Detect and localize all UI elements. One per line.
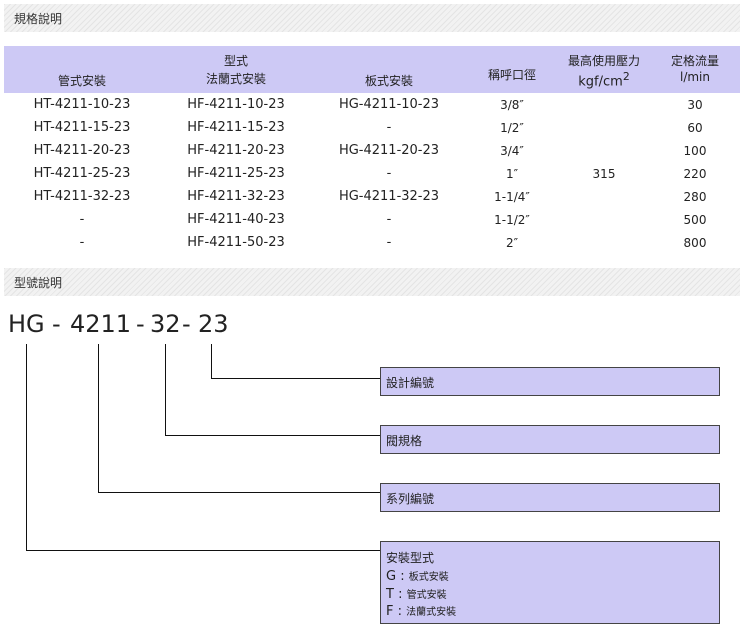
leader-design-horizontal	[211, 378, 380, 379]
leader-mount-horizontal	[26, 550, 380, 551]
group-header-type: 型式	[223, 54, 248, 68]
leader-design-vertical	[211, 344, 212, 378]
cell-flow: 30	[687, 97, 703, 112]
cell-pressure	[558, 185, 650, 208]
cell-plate: -	[386, 120, 392, 136]
cell-flange: HF-4211-50-23	[187, 235, 285, 251]
table-row: HT-4211-32-23 HF-4211-32-23 HG-4211-32-23 1…	[4, 185, 740, 208]
cell-flow: 220	[683, 166, 707, 181]
leader-mount-vertical	[26, 344, 27, 550]
legend-series-no: 系列編號	[380, 483, 720, 512]
cell-nominal: 1-1/2″	[494, 212, 530, 227]
mount-type-title: 安裝型式	[386, 551, 435, 565]
code-part-size: 32	[150, 310, 181, 338]
cell-nominal: 3/8″	[500, 97, 524, 112]
spec-table-header: 管式安裝 型式 法蘭式安裝 板式安裝 稱呼口徑 最高使用壓力 kgf/cm2 定…	[4, 46, 740, 94]
cell-pipe: HT-4211-25-23	[33, 166, 131, 182]
col-header-pressure: 最高使用壓力 kgf/cm2	[558, 46, 650, 94]
cell-flow: 280	[683, 189, 707, 204]
mount-option-f: F : 法蘭式安裝	[386, 604, 457, 619]
cell-flange: HF-4211-32-23	[187, 189, 285, 205]
cell-flange: HF-4211-10-23	[187, 97, 285, 113]
code-sep: -	[136, 310, 145, 338]
code-part-series: 4211	[70, 310, 132, 338]
cell-plate: -	[386, 235, 392, 251]
legend-mount-type: 安裝型式 G : 板式安裝 T : 管式安裝 F : 法蘭式安裝	[380, 541, 720, 624]
spec-section-header: 規格說明	[4, 4, 740, 32]
cell-plate: HG-4211-32-23	[338, 189, 440, 205]
cell-pipe: -	[79, 235, 85, 251]
table-row: HT-4211-25-23 HF-4211-25-23 - 1″ 315 220	[4, 162, 740, 185]
cell-pressure	[558, 231, 650, 254]
cell-plate: HG-4211-10-23	[338, 97, 440, 113]
cell-flange: HF-4211-25-23	[187, 166, 285, 182]
col-header-nominal: 稱呼口徑	[466, 46, 558, 94]
cell-nominal: 2″	[505, 235, 519, 250]
code-part-series-prefix: HG	[8, 310, 45, 338]
cell-pipe: HT-4211-32-23	[33, 189, 131, 205]
leader-size-horizontal	[165, 435, 380, 436]
cell-pipe: -	[79, 212, 85, 228]
cell-pressure: 315	[592, 166, 616, 181]
table-row: HT-4211-10-23 HF-4211-10-23 HG-4211-10-23 3…	[4, 93, 740, 116]
model-section-header: 型號說明	[4, 268, 740, 296]
mount-option-t: T : 管式安裝	[386, 587, 447, 602]
cell-flow: 60	[687, 120, 703, 135]
cell-flow: 100	[683, 143, 707, 158]
cell-nominal: 3/4″	[500, 143, 524, 158]
cell-plate: -	[386, 212, 392, 228]
code-sep: -	[52, 310, 61, 338]
cell-pipe: HT-4211-20-23	[33, 143, 131, 159]
leader-series-vertical	[98, 344, 99, 492]
legend-design-no: 設計編號	[380, 367, 720, 396]
cell-flange: HF-4211-40-23	[187, 212, 285, 228]
spec-table: 管式安裝 型式 法蘭式安裝 板式安裝 稱呼口徑 最高使用壓力 kgf/cm2 定…	[4, 46, 740, 254]
cell-plate: -	[386, 166, 392, 182]
cell-flow: 800	[683, 235, 707, 250]
cell-pipe: HT-4211-10-23	[33, 97, 131, 113]
cell-flange: HF-4211-15-23	[187, 120, 285, 136]
col-header-pipe: 管式安裝	[4, 46, 160, 94]
legend-valve-size: 閥規格	[380, 425, 720, 454]
cell-nominal: 1/2″	[500, 120, 524, 135]
cell-pipe: HT-4211-15-23	[33, 120, 131, 136]
col-header-plate: 板式安裝	[312, 46, 466, 94]
table-row: HT-4211-15-23 HF-4211-15-23 - 1/2″ 60	[4, 116, 740, 139]
cell-pressure	[558, 139, 650, 162]
spec-section-title: 規格說明	[14, 12, 63, 26]
table-row: - HF-4211-50-23 - 2″ 800	[4, 231, 740, 254]
code-sep: -	[182, 310, 191, 338]
cell-nominal: 1″	[505, 166, 519, 181]
cell-flange: HF-4211-20-23	[187, 143, 285, 159]
cell-pressure	[558, 208, 650, 231]
cell-pressure	[558, 93, 650, 116]
model-section-title: 型號說明	[14, 276, 63, 290]
table-row: HT-4211-20-23 HF-4211-20-23 HG-4211-20-23 3…	[4, 139, 740, 162]
cell-plate: HG-4211-20-23	[338, 143, 440, 159]
cell-nominal: 1-1/4″	[494, 189, 530, 204]
leader-size-vertical	[165, 344, 166, 435]
col-header-flange: 型式 法蘭式安裝	[160, 46, 312, 94]
cell-pressure	[558, 116, 650, 139]
table-row: - HF-4211-40-23 - 1-1/2″ 500	[4, 208, 740, 231]
leader-series-horizontal	[98, 492, 380, 493]
cell-flow: 500	[683, 212, 707, 227]
col-header-flow: 定格流量 l/min	[650, 46, 740, 94]
code-part-design: 23	[198, 310, 229, 338]
mount-option-g: G : 板式安裝	[386, 569, 449, 584]
